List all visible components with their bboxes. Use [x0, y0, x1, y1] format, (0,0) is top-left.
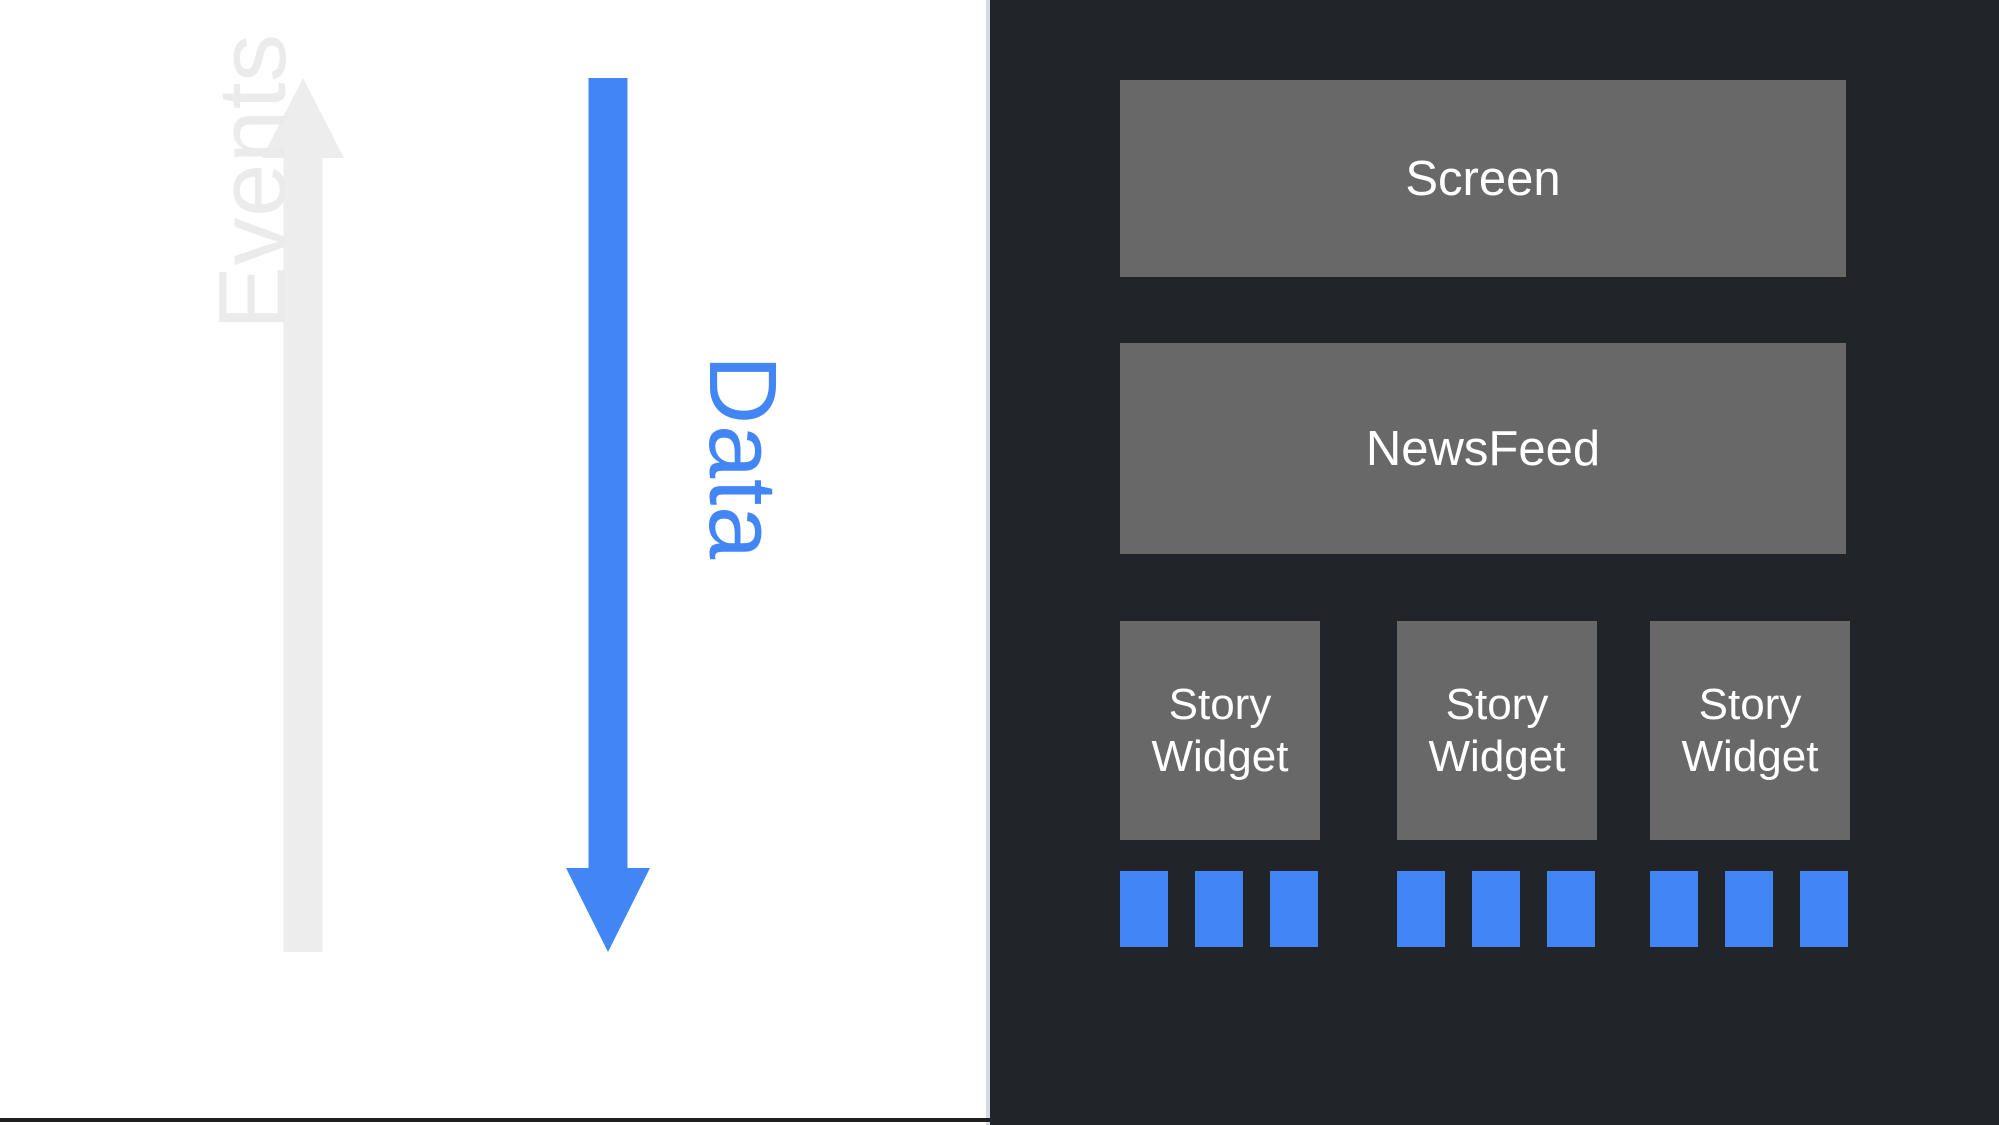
leaf-bar-2-2[interactable]	[1472, 871, 1520, 947]
node-newsfeed[interactable]: NewsFeed	[1120, 343, 1846, 554]
right-pane: Screen NewsFeed Story Widget Story Widge…	[990, 0, 1999, 1125]
node-story-widget-2[interactable]: Story Widget	[1397, 621, 1597, 840]
story-widget-3-line1: Story	[1698, 679, 1802, 729]
data-label: Data	[689, 355, 796, 560]
leaf-bar-2-1[interactable]	[1397, 871, 1445, 947]
node-story-widget-3[interactable]: Story Widget	[1650, 621, 1850, 840]
bottom-rule	[0, 1118, 990, 1122]
leaf-bar-3-2[interactable]	[1725, 871, 1773, 947]
leaf-bar-1-2[interactable]	[1195, 871, 1243, 947]
arrow-up-icon	[262, 78, 344, 952]
story-widget-3-line2: Widget	[1681, 731, 1819, 781]
leaf-bar-1-1[interactable]	[1120, 871, 1168, 947]
node-story-widget-3-label: Story Widget	[1682, 679, 1819, 783]
left-pane: Events Data	[0, 0, 990, 1125]
leaf-bar-1-3[interactable]	[1270, 871, 1318, 947]
node-screen[interactable]: Screen	[1120, 80, 1846, 277]
leaf-bar-3-1[interactable]	[1650, 871, 1698, 947]
node-story-widget-1[interactable]: Story Widget	[1120, 621, 1320, 840]
events-label: Events	[199, 33, 306, 330]
node-newsfeed-label: NewsFeed	[1365, 421, 1601, 476]
story-widget-2-line1: Story	[1445, 679, 1549, 729]
pane-divider	[986, 0, 990, 1125]
leaf-bar-3-3[interactable]	[1800, 871, 1848, 947]
node-story-widget-2-label: Story Widget	[1429, 679, 1566, 783]
story-widget-1-line2: Widget	[1151, 731, 1289, 781]
arrow-down-icon	[566, 78, 650, 952]
leaf-bar-2-3[interactable]	[1547, 871, 1595, 947]
story-widget-2-line2: Widget	[1428, 731, 1566, 781]
story-widget-1-line1: Story	[1168, 679, 1272, 729]
node-story-widget-1-label: Story Widget	[1152, 679, 1289, 783]
node-screen-label: Screen	[1405, 151, 1561, 206]
